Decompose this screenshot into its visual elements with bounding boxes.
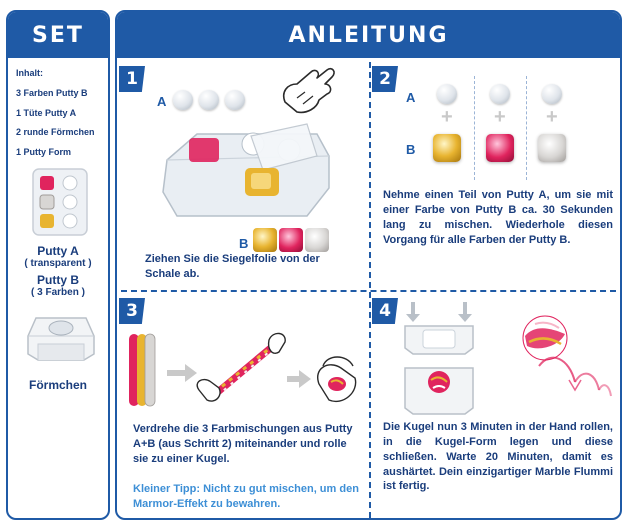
plus-icon: + xyxy=(441,106,453,128)
step-1-number: 1 xyxy=(119,66,145,92)
putty-a-ball xyxy=(225,90,245,110)
formchen-label: Förmchen xyxy=(28,378,87,392)
column-separator xyxy=(474,76,475,180)
step-3-tip: Kleiner Tipp: Nicht zu gut mischen, um d… xyxy=(133,483,359,510)
step-3-number: 3 xyxy=(119,298,145,324)
step-1-label-b: B xyxy=(239,236,249,251)
column-separator xyxy=(526,76,527,180)
putty-a-ball xyxy=(542,84,562,104)
step-1-label-a: A xyxy=(157,94,167,109)
step-1-tray-image xyxy=(162,123,330,217)
step-4-number: 4 xyxy=(372,298,398,324)
step-3-illustration xyxy=(129,332,357,407)
divider-horizontal xyxy=(121,290,616,292)
putty-tray-image xyxy=(32,168,88,236)
putty-b-label: Putty B xyxy=(37,273,79,287)
set-item: 1 Tüte Putty A xyxy=(16,107,77,118)
set-item: 3 Farben Putty B xyxy=(16,87,88,98)
plus-icon: + xyxy=(494,106,506,128)
putty-b-pink xyxy=(279,228,303,252)
putty-labels: Putty A ( transparent ) Putty B ( 3 Farb… xyxy=(8,244,108,298)
putty-b-silver xyxy=(305,228,329,252)
putty-b-gold xyxy=(433,134,461,162)
step-3-text: Verdrehe die 3 Farbmischungen aus Putty … xyxy=(133,423,353,465)
set-title: SET xyxy=(8,12,108,58)
set-item: 1 Putty Form xyxy=(16,147,72,158)
step-4-illustration xyxy=(404,302,612,415)
anleitung-title: ANLEITUNG xyxy=(117,12,620,58)
putty-b-pink xyxy=(486,134,514,162)
step-4-text: Die Kugel nun 3 Minuten in der Hand roll… xyxy=(383,421,613,493)
step-1-text: Ziehen Sie die Siegelfolie von der Schal… xyxy=(145,253,320,280)
inhalt-label: Inhalt: xyxy=(16,68,43,78)
putty-a-ball xyxy=(437,84,457,104)
putty-a-ball xyxy=(199,90,219,110)
set-contents-list: Inhalt: 3 Farben Putty B 1 Tüte Putty A … xyxy=(16,68,108,167)
set-item: 2 runde Förmchen xyxy=(16,127,95,138)
putty-a-label: Putty A xyxy=(37,244,79,258)
putty-b-silver xyxy=(538,134,566,162)
putty-b-gold xyxy=(253,228,277,252)
plus-icon: + xyxy=(546,106,558,128)
putty-a-sub: ( transparent ) xyxy=(24,258,92,269)
formchen-image xyxy=(27,317,95,361)
putty-a-ball xyxy=(490,84,510,104)
set-panel: SET Inhalt: 3 Farben Putty B 1 Tüte Putt… xyxy=(6,10,110,520)
step-2-label-b: B xyxy=(406,142,416,157)
step-2-label-a: A xyxy=(406,90,416,105)
putty-a-ball xyxy=(173,90,193,110)
hand-icon xyxy=(282,67,335,114)
putty-b-sub: ( 3 Farben ) xyxy=(31,287,85,298)
step-2-text: Nehme einen Teil von Putty A, um sie mit… xyxy=(383,189,613,246)
anleitung-panel: ANLEITUNG 1 A B Ziehen Sie die Siegelfol… xyxy=(115,10,622,520)
step-2-number: 2 xyxy=(372,66,398,92)
